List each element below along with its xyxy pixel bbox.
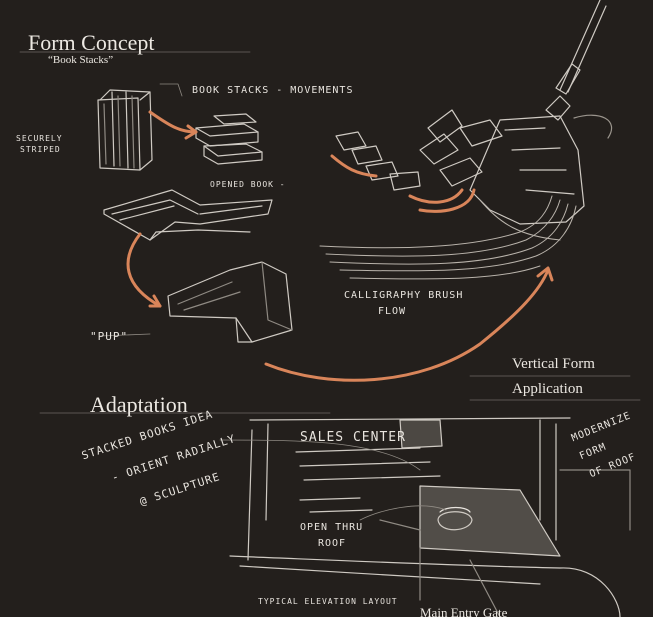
open-thru-note-line1: OPEN THRU: [300, 522, 364, 533]
typical-elevation-note: TYPICAL ELEVATION LAYOUT: [258, 597, 398, 606]
opened-book-sketch: [103, 189, 273, 241]
vertical-form-heading: Vertical Form: [512, 356, 595, 372]
calligraphy-brush-note: CALLIGRAPHY BRUSH: [344, 290, 464, 301]
adaptation-heading: Adaptation: [90, 392, 188, 417]
open-thru-note-line2: ROOF: [318, 538, 347, 549]
book-stacks-movements-note: BOOK STACKS - MOVEMENTS: [192, 85, 354, 96]
leader-lines: [99, 83, 447, 521]
securely-note: SECURELY: [16, 134, 63, 143]
striped-note: STRIPED: [20, 145, 61, 154]
flow-note: FLOW: [378, 306, 407, 317]
stacked-books-sketch: [195, 113, 263, 165]
opened-book-note: OPENED BOOK -: [210, 180, 286, 189]
sales-center-note: SALES CENTER: [300, 430, 406, 445]
form-concept-title: Form Concept: [28, 30, 155, 55]
adaptation-plan-sketch: [229, 417, 631, 617]
brush-flow-sketch: [319, 195, 577, 280]
vertical-underline: [469, 375, 641, 401]
flow-arrows: [126, 110, 554, 382]
main-entry-gate-label: Main Entry Gate: [420, 605, 508, 617]
pup-book-sketch: [167, 261, 293, 343]
book-movement-sketch: [335, 109, 503, 191]
upright-books-sketch: [97, 89, 153, 171]
book-stacks-subtitle: “Book Stacks”: [48, 54, 114, 66]
calligraphy-brush-sketch: [469, 0, 613, 225]
pup-note: "PUP": [90, 330, 129, 343]
application-heading: Application: [512, 381, 583, 397]
